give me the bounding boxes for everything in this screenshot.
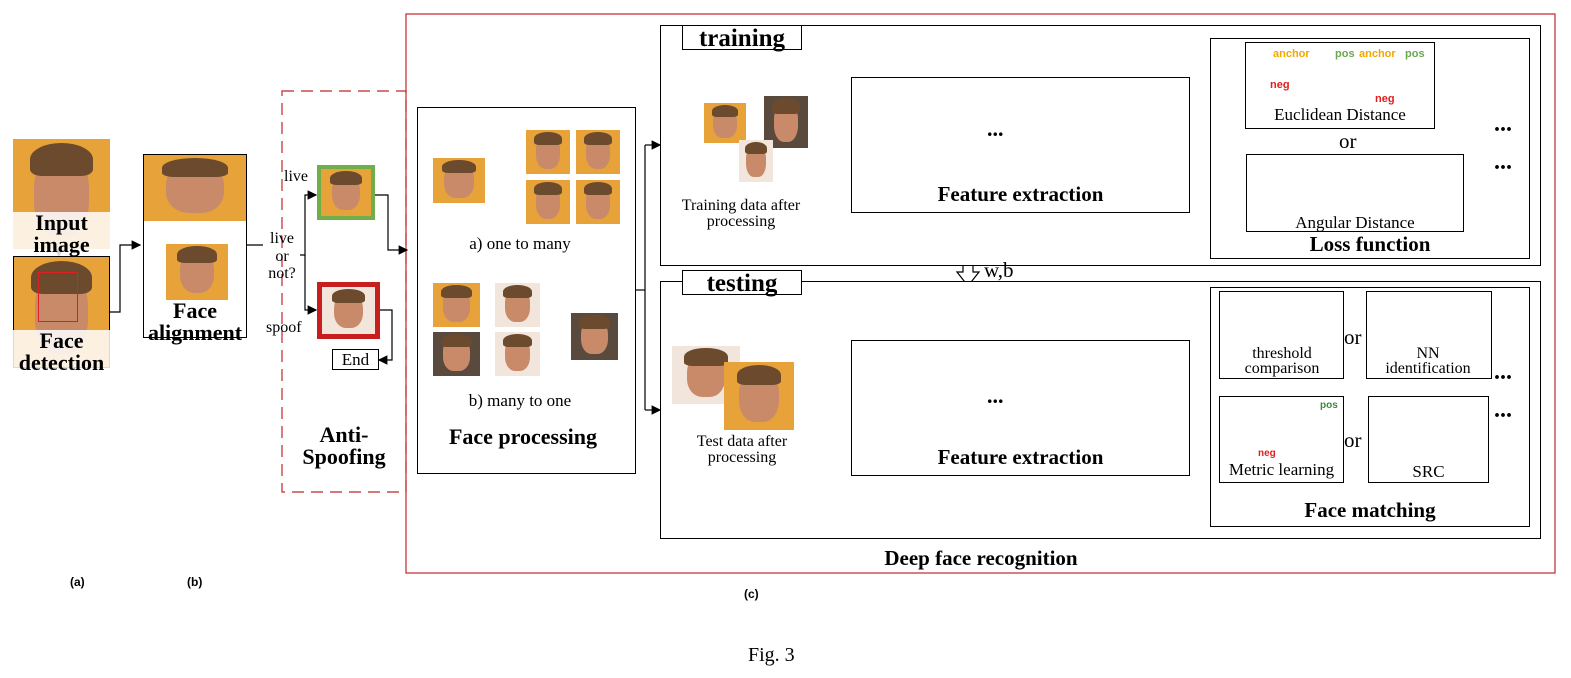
pos-label: pos bbox=[1335, 48, 1355, 60]
panel-label-a: (a) bbox=[70, 575, 85, 589]
nn-label: NN identification bbox=[1385, 345, 1471, 378]
training-data-label: Training data after processing bbox=[681, 197, 801, 230]
test-data-label: Test data after processing bbox=[696, 433, 788, 466]
face-matching-box bbox=[1210, 287, 1530, 527]
face-alignment-label: Face alignment bbox=[147, 298, 243, 345]
match-or-label: or bbox=[1344, 428, 1362, 452]
panel-label-b: (b) bbox=[187, 575, 203, 589]
loss-ellipsis: ... bbox=[1494, 111, 1512, 137]
src-box bbox=[1368, 396, 1489, 483]
input-face-variant bbox=[433, 283, 480, 327]
one-to-many-label: a) one to many bbox=[469, 234, 571, 253]
neg-label: neg bbox=[1270, 79, 1290, 91]
pos-label: pos bbox=[1405, 48, 1425, 60]
spoof-label: spoof bbox=[266, 319, 302, 336]
live-or-not-label: live or not? bbox=[268, 230, 296, 283]
face-processing-title: Face processing bbox=[448, 424, 598, 449]
metric-pos-label: pos bbox=[1320, 400, 1338, 411]
live-label: live bbox=[284, 168, 308, 185]
detection-bounding-box bbox=[38, 272, 78, 322]
anti-spoofing-label: Anti-Spoofing bbox=[302, 422, 386, 469]
training-ellipsis: ... bbox=[987, 116, 1004, 141]
anchor-label: anchor bbox=[1359, 48, 1396, 60]
nn-box bbox=[1366, 291, 1492, 379]
training-face bbox=[764, 96, 808, 148]
training-face bbox=[739, 140, 773, 182]
match-or-label: or bbox=[1344, 325, 1362, 349]
live-face bbox=[317, 165, 375, 220]
testing-feature-box bbox=[851, 340, 1190, 476]
angular-box bbox=[1246, 154, 1464, 232]
loss-ellipsis: ... bbox=[1494, 149, 1512, 175]
input-face-variant bbox=[495, 283, 540, 327]
matching-ellipsis: ... bbox=[1494, 397, 1512, 423]
end-box: End bbox=[332, 349, 379, 370]
spoof-face bbox=[317, 282, 380, 339]
threshold-box bbox=[1219, 291, 1344, 379]
loss-function-title: Loss function bbox=[1309, 232, 1431, 256]
augmented-face bbox=[576, 180, 620, 224]
face-detection-label: Face detection bbox=[13, 330, 110, 374]
loss-function-box bbox=[1210, 38, 1530, 259]
matching-ellipsis: ... bbox=[1494, 359, 1512, 385]
input-face-variant bbox=[495, 332, 540, 376]
threshold-label: threshold comparison bbox=[1244, 345, 1320, 378]
testing-ellipsis: ... bbox=[987, 383, 1004, 408]
euclidean-box bbox=[1245, 42, 1435, 129]
face-matching-title: Face matching bbox=[1304, 498, 1436, 522]
src-label: SRC bbox=[1412, 462, 1445, 481]
loss-or-label: or bbox=[1339, 129, 1357, 153]
training-feature-label: Feature extraction bbox=[937, 182, 1104, 206]
figure-caption: Fig. 3 bbox=[748, 644, 795, 666]
euclidean-label: Euclidean Distance bbox=[1274, 105, 1406, 124]
aligned-face bbox=[166, 244, 228, 300]
merged-face bbox=[571, 313, 618, 360]
metric-label: Metric learning bbox=[1228, 460, 1335, 479]
neg-label: neg bbox=[1375, 93, 1395, 105]
metric-neg-label: neg bbox=[1258, 448, 1276, 459]
augmented-face bbox=[576, 130, 620, 174]
input-face-variant bbox=[433, 332, 480, 376]
panel-label-c: (c) bbox=[744, 587, 759, 601]
training-title: training bbox=[682, 25, 802, 51]
augmented-face bbox=[526, 130, 570, 174]
deep-face-recognition-label: Deep face recognition bbox=[884, 546, 1078, 570]
anti-spoofing-frame bbox=[281, 90, 407, 493]
wb-label: w,b bbox=[984, 258, 1014, 282]
many-to-one-label: b) many to one bbox=[468, 391, 572, 410]
training-face bbox=[704, 103, 746, 143]
source-face bbox=[433, 158, 485, 203]
metric-box bbox=[1219, 396, 1344, 483]
testing-feature-label: Feature extraction bbox=[937, 445, 1104, 469]
testing-title: testing bbox=[682, 270, 802, 296]
angular-label: Angular Distance bbox=[1295, 213, 1415, 232]
test-face bbox=[724, 362, 794, 430]
landmark-image bbox=[144, 155, 246, 221]
augmented-face bbox=[526, 180, 570, 224]
input-image-label: Input image bbox=[13, 212, 110, 256]
training-feature-box bbox=[851, 77, 1190, 213]
anchor-label: anchor bbox=[1273, 48, 1310, 60]
